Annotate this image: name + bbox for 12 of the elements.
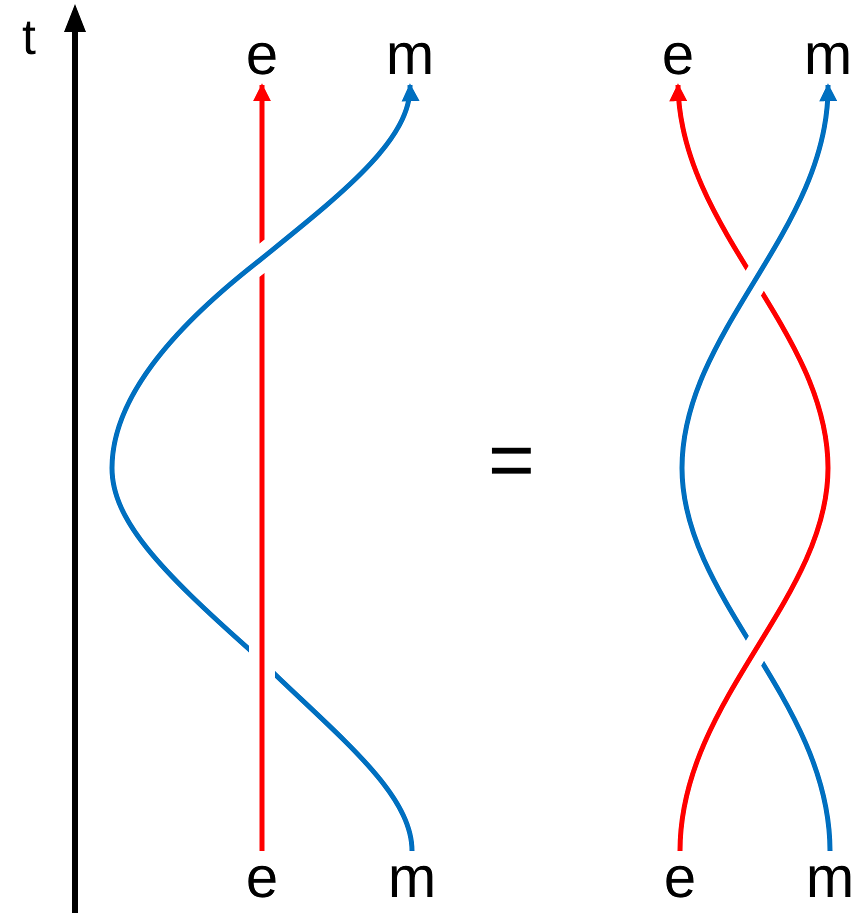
particle-label: m: [375, 25, 445, 85]
particle-label: m: [377, 848, 447, 908]
equals-sign: =: [488, 420, 535, 500]
worldline-arrow: [253, 83, 271, 851]
axis-label: t: [22, 12, 36, 62]
worldline-arrow: [110, 83, 418, 852]
particle-label: e: [227, 848, 297, 908]
particle-label: m: [793, 25, 863, 85]
particle-label: e: [227, 25, 297, 85]
particle-label: e: [645, 848, 715, 908]
particle-label: m: [795, 848, 865, 908]
particle-label: e: [643, 25, 713, 85]
